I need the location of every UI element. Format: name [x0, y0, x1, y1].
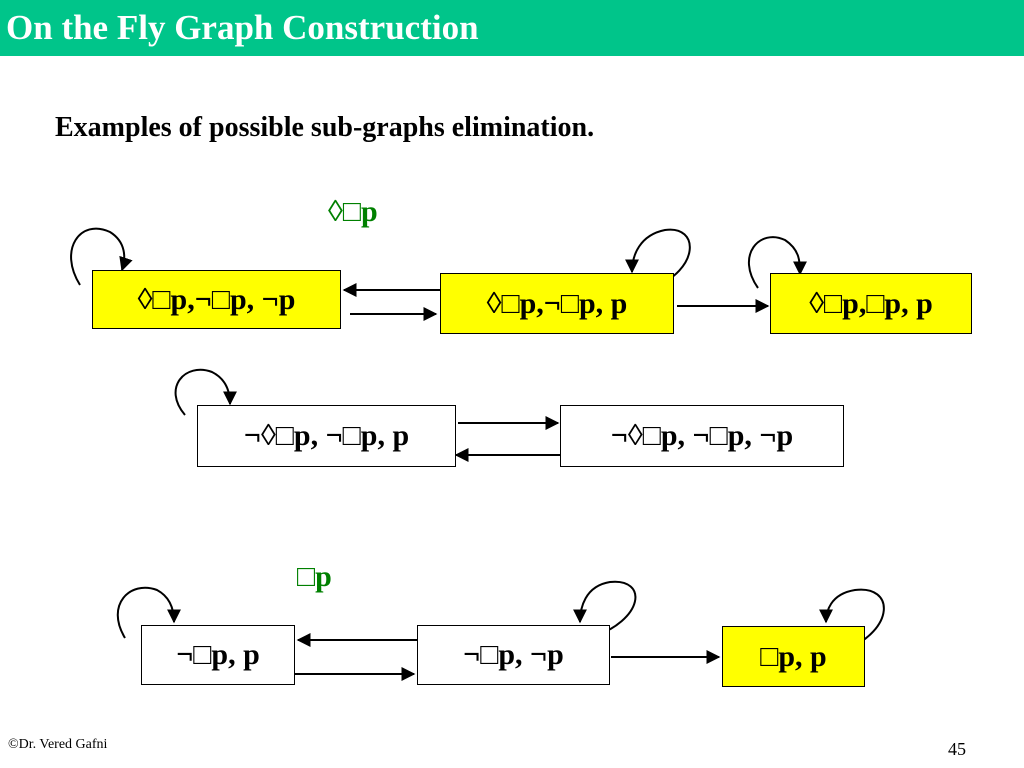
- edge-n2-loop: [625, 228, 691, 289]
- title-bar: On the Fly Graph Construction: [0, 0, 1024, 56]
- node-n4-label: ¬◊□p, ¬□p, p: [243, 419, 410, 452]
- edge-n7-loop: [573, 580, 637, 639]
- node-n7-label: ¬□p, ¬p: [463, 638, 564, 671]
- slide-subtitle: Examples of possible sub-graphs eliminat…: [55, 112, 595, 143]
- node-n1: ◊□p,¬□p, ¬p: [92, 270, 341, 329]
- node-n7: ¬□p, ¬p: [417, 625, 610, 685]
- node-n1-label: ◊□p,¬□p, ¬p: [137, 282, 296, 316]
- node-n6: ¬□p, p: [141, 625, 295, 685]
- node-n3-label: ◊□p,□p, p: [809, 286, 933, 320]
- formula-box-p: □p: [297, 560, 332, 593]
- node-n6-label: ¬□p, p: [176, 638, 260, 671]
- page-number: 45: [948, 739, 966, 759]
- edge-n6-loop: [116, 586, 181, 639]
- edge-n3-loop: [747, 236, 807, 289]
- edge-n1-loop: [70, 227, 133, 286]
- footer-credit: ©Dr. Vered Gafni: [8, 737, 108, 752]
- node-n8-label: □p, p: [760, 639, 827, 673]
- node-n2-label: ◊□p,¬□p, p: [486, 286, 628, 320]
- slide-title: On the Fly Graph Construction: [6, 8, 479, 47]
- node-n2: ◊□p,¬□p, p: [440, 273, 674, 334]
- node-n8: □p, p: [722, 626, 865, 687]
- node-n3: ◊□p,□p, p: [770, 273, 972, 334]
- node-n5: ¬◊□p, ¬□p, ¬p: [560, 405, 844, 467]
- node-n4: ¬◊□p, ¬□p, p: [197, 405, 456, 467]
- edge-n8-loop: [819, 588, 885, 651]
- edge-n4-loop: [174, 369, 237, 416]
- formula-diamond-box-p: ◊□p: [328, 195, 378, 228]
- node-n5-label: ¬◊□p, ¬□p, ¬p: [610, 419, 794, 452]
